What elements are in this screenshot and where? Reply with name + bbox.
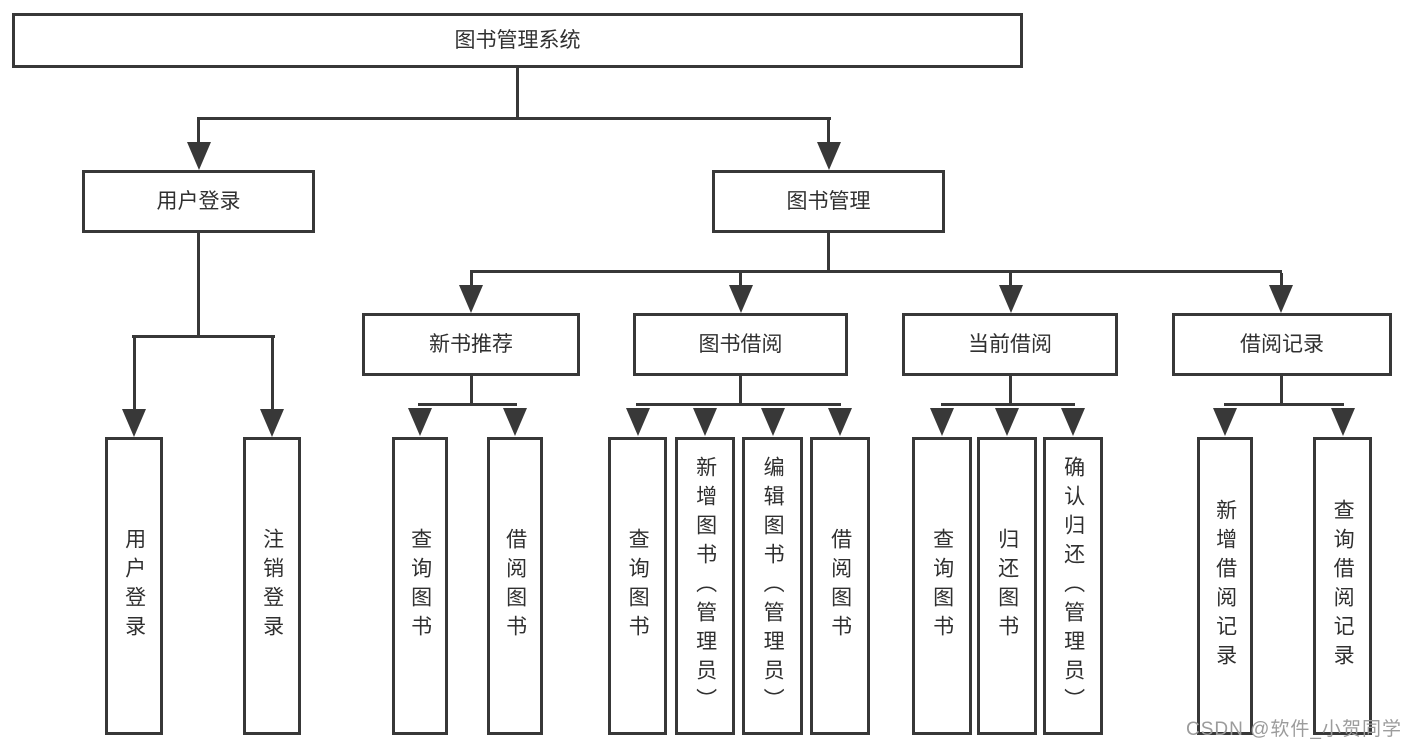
connector-line — [197, 233, 200, 338]
arrow-down-icon — [1269, 285, 1293, 313]
arrow-down-icon — [1331, 408, 1355, 436]
leaf-add-book-admin: 新增图书（管理员） — [675, 437, 735, 735]
connector-line — [1224, 403, 1344, 406]
connector-line — [132, 335, 275, 338]
csdn-watermark: CSDN @软件_小贺同学 — [1186, 719, 1402, 740]
node-library-management-system: 图书管理系统 — [12, 13, 1023, 68]
connector-line — [739, 273, 742, 286]
arrow-down-icon — [761, 408, 785, 436]
arrow-down-icon — [693, 408, 717, 436]
connector-line — [516, 68, 519, 120]
connector-line — [197, 117, 200, 142]
connector-line — [636, 403, 841, 406]
leaf-return-books: 归还图书 — [977, 437, 1037, 735]
node-current-borrowing: 当前借阅 — [902, 313, 1118, 376]
leaf-borrow-books-recommend: 借阅图书 — [487, 437, 543, 735]
leaf-user-login: 用户登录 — [105, 437, 163, 735]
arrow-down-icon — [999, 285, 1023, 313]
arrow-down-icon — [503, 408, 527, 436]
leaf-logout: 注销登录 — [243, 437, 301, 735]
leaf-confirm-return-admin: 确认归还（管理员） — [1043, 437, 1103, 735]
connector-line — [470, 376, 473, 404]
arrow-down-icon — [1213, 408, 1237, 436]
leaf-query-books-borrow: 查询图书 — [608, 437, 667, 735]
connector-line — [271, 338, 274, 409]
arrow-down-icon — [260, 409, 284, 437]
node-user-login: 用户登录 — [82, 170, 315, 233]
connector-line — [1280, 376, 1283, 404]
connector-line — [133, 338, 136, 409]
arrow-down-icon — [626, 408, 650, 436]
connector-line — [470, 273, 473, 286]
leaf-query-books-current: 查询图书 — [912, 437, 972, 735]
leaf-edit-book-admin: 编辑图书（管理员） — [742, 437, 803, 735]
connector-line — [827, 117, 830, 142]
arrow-down-icon — [828, 408, 852, 436]
arrow-down-icon — [729, 285, 753, 313]
connector-line — [827, 233, 830, 273]
arrow-down-icon — [122, 409, 146, 437]
arrow-down-icon — [995, 408, 1019, 436]
leaf-borrow-books: 借阅图书 — [810, 437, 870, 735]
connector-line — [1009, 273, 1012, 286]
arrow-down-icon — [187, 142, 211, 170]
node-borrowing-records: 借阅记录 — [1172, 313, 1392, 376]
connector-line — [197, 117, 831, 120]
connector-line — [739, 376, 742, 404]
node-new-book-recommendation: 新书推荐 — [362, 313, 580, 376]
arrow-down-icon — [930, 408, 954, 436]
leaf-query-books-recommend: 查询图书 — [392, 437, 448, 735]
leaf-add-borrow-record: 新增借阅记录 — [1197, 437, 1253, 735]
arrow-down-icon — [408, 408, 432, 436]
connector-line — [941, 403, 1075, 406]
connector-line — [1280, 273, 1283, 286]
node-book-management: 图书管理 — [712, 170, 945, 233]
leaf-query-borrow-record: 查询借阅记录 — [1313, 437, 1372, 735]
connector-line — [418, 403, 517, 406]
connector-line — [470, 270, 1282, 273]
arrow-down-icon — [1061, 408, 1085, 436]
node-book-borrowing: 图书借阅 — [633, 313, 848, 376]
connector-line — [1009, 376, 1012, 404]
arrow-down-icon — [817, 142, 841, 170]
arrow-down-icon — [459, 285, 483, 313]
